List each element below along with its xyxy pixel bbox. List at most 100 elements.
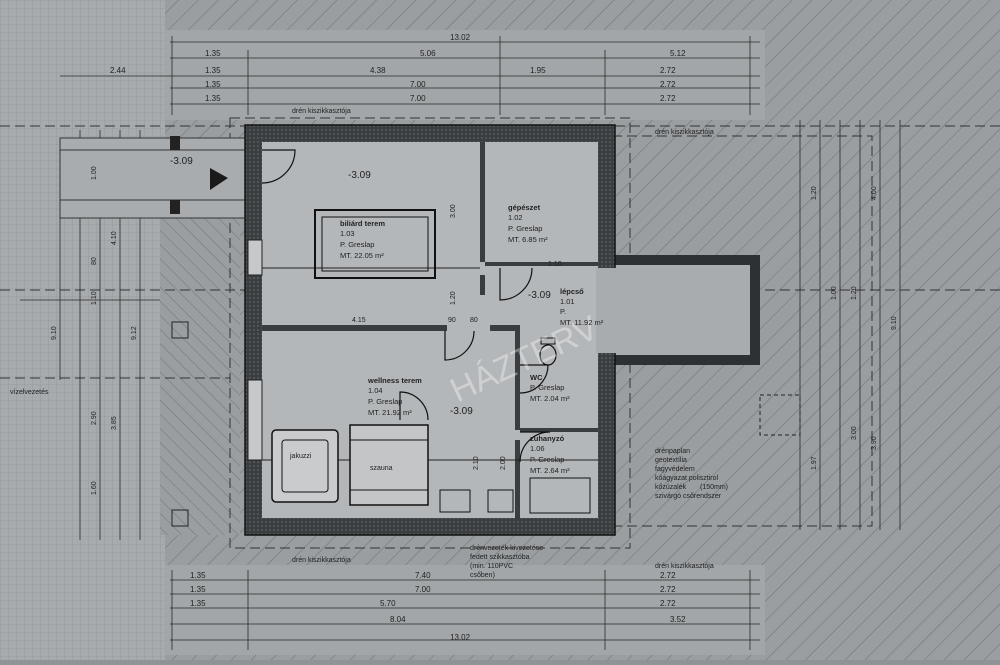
svg-text:3.52: 3.52 xyxy=(670,615,686,624)
svg-text:2.72: 2.72 xyxy=(660,66,676,75)
svg-text:kőzúzalék: kőzúzalék xyxy=(655,484,687,491)
svg-text:1.35: 1.35 xyxy=(205,66,221,75)
svg-text:MT. 21.92 m²: MT. 21.92 m² xyxy=(368,408,412,417)
entry-stairs xyxy=(59,136,246,219)
level-entry: -3.09 xyxy=(170,156,193,167)
svg-text:1.20: 1.20 xyxy=(450,291,457,305)
svg-text:4.10: 4.10 xyxy=(111,231,118,245)
svg-text:90: 90 xyxy=(448,317,456,324)
hatched-ground-left xyxy=(160,215,240,535)
svg-text:1.95: 1.95 xyxy=(530,66,546,75)
chimney-symbol xyxy=(759,394,801,436)
svg-text:drénvezeték kivezetése: drénvezeték kivezetése xyxy=(470,545,543,552)
svg-text:5.70: 5.70 xyxy=(380,599,396,608)
dimension-strip-top xyxy=(165,30,765,120)
svg-text:MT. 11.92 m²: MT. 11.92 m² xyxy=(560,318,604,327)
svg-text:2.90: 2.90 xyxy=(91,411,98,425)
svg-text:5.12: 5.12 xyxy=(670,49,686,58)
left-wall-blocks xyxy=(247,239,263,461)
svg-text:7.00: 7.00 xyxy=(410,94,426,103)
svg-text:1.60: 1.60 xyxy=(91,481,98,495)
drain-note: drénvezeték kivezetése fedett szikkasztó… xyxy=(470,545,543,579)
svg-text:2.00: 2.00 xyxy=(500,456,507,470)
svg-text:2.72: 2.72 xyxy=(660,94,676,103)
svg-text:P. Greslap: P. Greslap xyxy=(368,397,402,406)
svg-text:1.06: 1.06 xyxy=(530,444,545,453)
svg-text:80: 80 xyxy=(91,257,98,265)
svg-text:1.00: 1.00 xyxy=(831,286,838,300)
level-billiard: -3.09 xyxy=(348,170,371,181)
svg-text:kőágyazat polisztirol: kőágyazat polisztirol xyxy=(655,475,718,482)
room-mechanical: gépészet 1.02 P. Greslap MT. 6.85 m² xyxy=(508,203,548,244)
svg-text:9.10: 9.10 xyxy=(51,326,58,340)
svg-text:1.35: 1.35 xyxy=(205,94,221,103)
level-wellness: -3.09 xyxy=(450,406,473,417)
svg-text:1.35: 1.35 xyxy=(205,80,221,89)
svg-text:1.02: 1.02 xyxy=(508,213,523,222)
svg-text:7.40: 7.40 xyxy=(415,571,431,580)
svg-text:drénpaplan: drénpaplan xyxy=(655,448,690,455)
dimension-text-top: 13.02 2.44 1.35 5.06 5.12 1.35 4.38 1.95… xyxy=(110,33,686,103)
annex-opening xyxy=(596,268,616,353)
drain-symbol-left xyxy=(171,321,189,339)
sauna-label: szauna xyxy=(370,465,393,472)
svg-text:1.00: 1.00 xyxy=(91,166,98,180)
drain-symbol-bottom xyxy=(171,509,189,527)
svg-text:biliárd terem: biliárd terem xyxy=(340,219,385,228)
svg-text:3.85: 3.85 xyxy=(111,416,118,430)
jacuzzi-label: jakuzzi xyxy=(289,453,312,460)
wall-label-bottom-right: drén kiszikkasztója xyxy=(655,563,714,570)
wall-label-top: drén kiszikkasztója xyxy=(292,108,351,115)
svg-text:5.06: 5.06 xyxy=(420,49,436,58)
svg-text:1.35: 1.35 xyxy=(190,599,206,608)
left-note: vízelvezetés xyxy=(10,389,49,396)
svg-text:1.01: 1.01 xyxy=(560,297,575,306)
layer-legend: drénpaplan geotextília fagyvédelem kőágy… xyxy=(655,448,728,500)
svg-text:2.72: 2.72 xyxy=(660,571,676,580)
svg-text:2.72: 2.72 xyxy=(660,585,676,594)
stair-annex xyxy=(600,255,760,365)
svg-text:1.35: 1.35 xyxy=(190,571,206,580)
dimension-lines-top xyxy=(60,36,760,115)
svg-text:1.35: 1.35 xyxy=(205,49,221,58)
svg-text:gépészet: gépészet xyxy=(508,203,541,212)
shower-fixtures xyxy=(439,477,591,514)
svg-text:P.: P. xyxy=(560,307,566,316)
svg-text:9.10: 9.10 xyxy=(891,316,898,330)
svg-text:WC: WC xyxy=(530,373,543,382)
wall-label-bottom-left: drén kiszikkasztója xyxy=(292,557,351,564)
svg-text:fedett szikkasztóba: fedett szikkasztóba xyxy=(470,554,530,561)
svg-text:3.00: 3.00 xyxy=(851,426,858,440)
toilet xyxy=(539,337,557,366)
svg-text:szivárgó csőrendszer: szivárgó csőrendszer xyxy=(655,493,722,500)
door-swings xyxy=(261,149,551,463)
svg-text:zuhanyzó: zuhanyzó xyxy=(530,434,565,443)
svg-text:3.00: 3.00 xyxy=(450,204,457,218)
left-dimension-text: 1.00 4.10 80 1.10 3.85 2.90 1.60 9.10 9.… xyxy=(51,166,138,495)
svg-text:4.38: 4.38 xyxy=(370,66,386,75)
svg-text:fagyvédelem: fagyvédelem xyxy=(655,466,695,473)
dimension-lines-bottom xyxy=(170,570,760,650)
svg-text:csőben): csőben) xyxy=(470,572,495,579)
svg-text:1.20: 1.20 xyxy=(811,186,818,200)
dimension-text-bottom: 1.35 7.40 2.72 1.35 7.00 2.72 1.35 5.70 … xyxy=(190,571,686,642)
svg-text:7.00: 7.00 xyxy=(415,585,431,594)
level-markers: -3.09 -3.09 -3.09 -3.09 xyxy=(170,156,551,417)
svg-text:1.97: 1.97 xyxy=(811,456,818,470)
dimension-lines-right xyxy=(799,120,901,530)
interior-walls xyxy=(262,142,598,520)
inner-dimensions: 4.15 90 80 1.10 3.00 2.10 2.00 1.20 xyxy=(352,204,562,470)
svg-text:2.72: 2.72 xyxy=(660,599,676,608)
jacuzzi xyxy=(271,429,339,503)
svg-text:9.12: 9.12 xyxy=(131,326,138,340)
room-stairs: lépcső 1.01 P. MT. 11.92 m² xyxy=(560,287,604,327)
svg-text:1.10: 1.10 xyxy=(91,291,98,305)
svg-text:MT. 2.64 m²: MT. 2.64 m² xyxy=(530,466,570,475)
svg-text:2.10: 2.10 xyxy=(473,456,480,470)
svg-text:1.20: 1.20 xyxy=(851,286,858,300)
svg-text:13.02: 13.02 xyxy=(450,33,471,42)
svg-text:MT. 2.04 m²: MT. 2.04 m² xyxy=(530,394,570,403)
room-wc: WC P. Greslap MT. 2.04 m² xyxy=(530,373,570,403)
svg-text:8.04: 8.04 xyxy=(390,615,406,624)
